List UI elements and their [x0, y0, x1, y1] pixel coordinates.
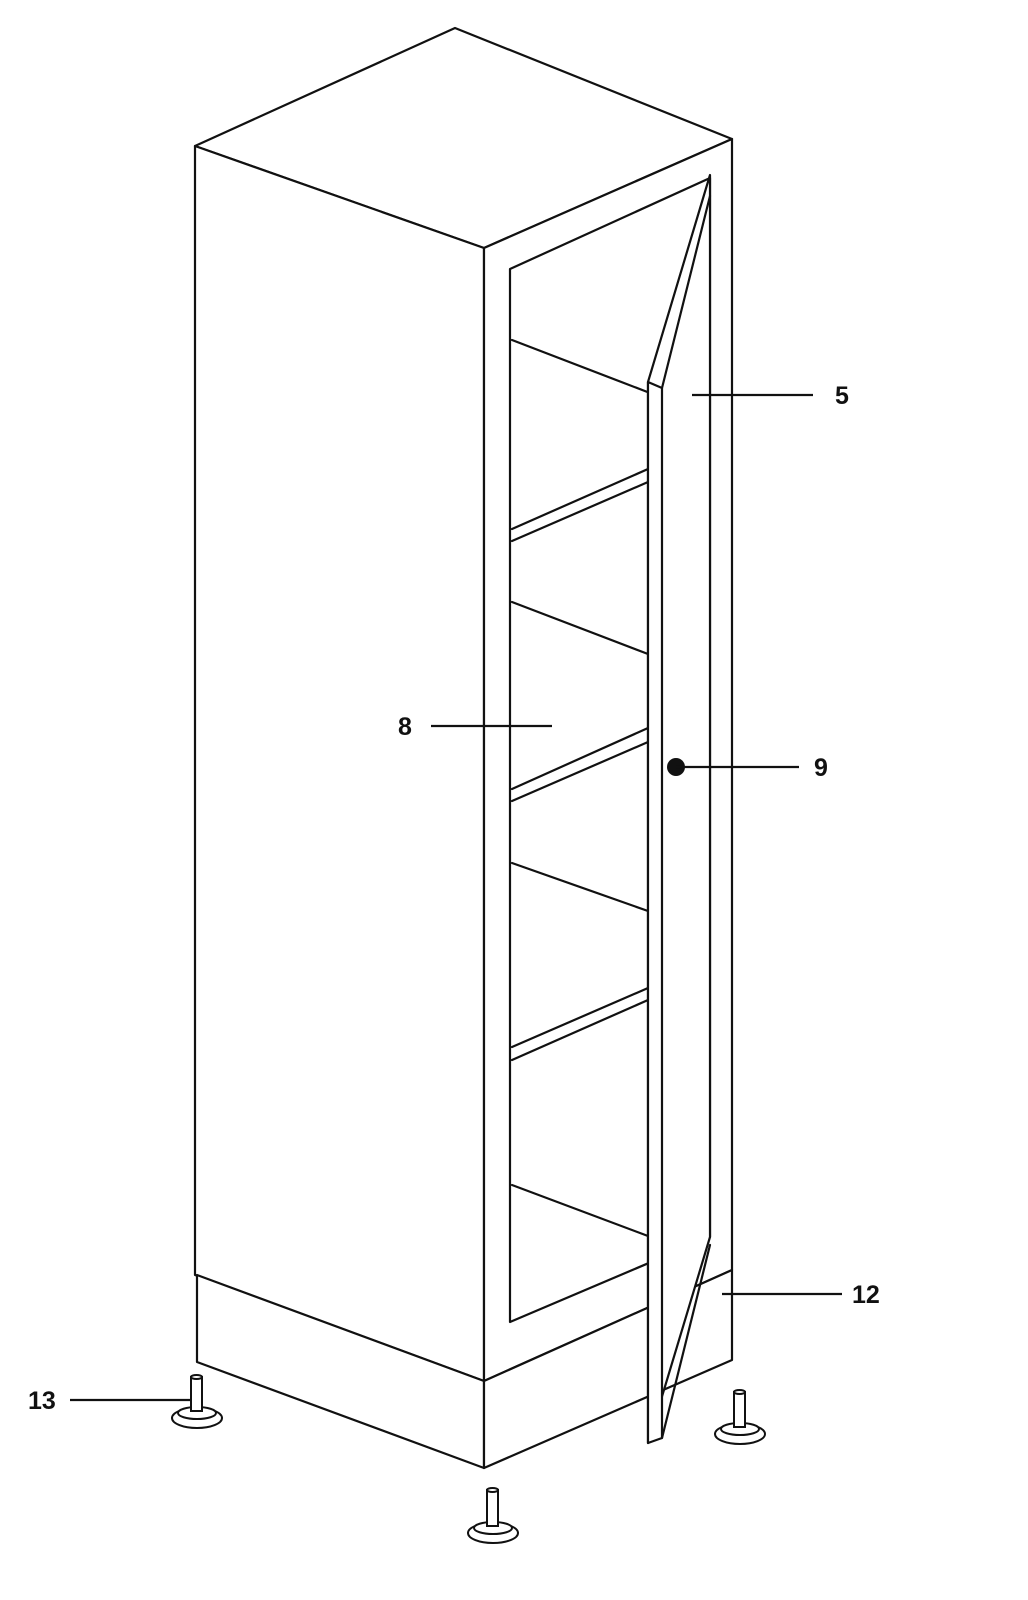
- callout-foot-label: 13: [28, 1387, 56, 1415]
- door-edge: [646, 380, 664, 1445]
- callout-handle-label: 9: [814, 754, 828, 782]
- callout-door-label: 5: [835, 382, 849, 410]
- shelf-2: [510, 467, 650, 543]
- door: [646, 173, 712, 1445]
- cabinet-left-side: [193, 144, 486, 1383]
- leveling-foot-right: [714, 1389, 766, 1445]
- leveling-foot-front: [467, 1487, 519, 1544]
- shelf-4: [510, 726, 650, 803]
- shelf-bottom: [510, 1183, 650, 1238]
- callout-shelf-label: 8: [398, 713, 412, 741]
- leveling-foot-left: [171, 1374, 223, 1429]
- callout-plinth-label: 12: [852, 1281, 880, 1309]
- shelf-5: [510, 861, 650, 913]
- shelf-3: [510, 600, 650, 656]
- shelf-6: [510, 986, 650, 1062]
- shelf-1: [510, 338, 652, 395]
- shelves: [510, 338, 652, 1238]
